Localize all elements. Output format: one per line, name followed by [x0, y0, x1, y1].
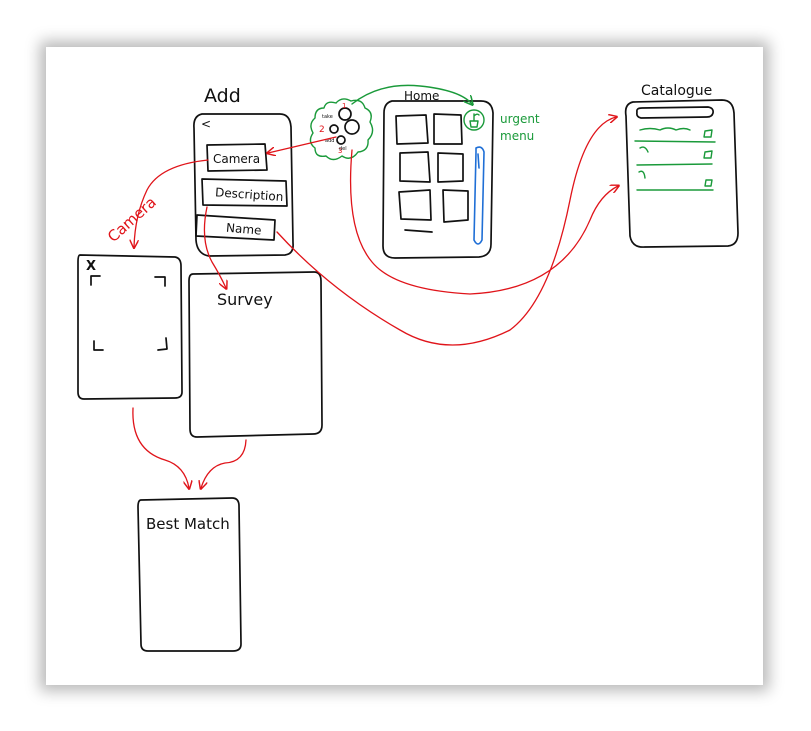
camera-view-screen: X [77, 254, 183, 400]
arrow-menu-to-catalogue [349, 149, 618, 295]
radial-menu-item-take: take [322, 114, 333, 120]
home-tile-grid[interactable] [395, 113, 469, 233]
name-button-label: Name [226, 221, 262, 238]
radial-menu-label-2: 2 [319, 125, 325, 135]
description-button[interactable]: Description [201, 178, 288, 207]
add-screen-title: Add [204, 85, 241, 107]
survey-screen-title: Survey [217, 290, 273, 309]
urgent-menu-note: urgent menu [500, 112, 543, 143]
viewfinder-frame [90, 275, 168, 351]
survey-screen: Survey [188, 271, 323, 438]
best-match-screen-title: Best Match [146, 515, 230, 533]
home-screen: Home urgent menu [382, 89, 543, 259]
arrow-radial-menu-to-home [351, 84, 472, 104]
radial-menu-item-add: add [325, 138, 334, 144]
radial-menu-label-1: 1 [342, 102, 346, 110]
arrow-viewfinder-to-best-match [132, 407, 189, 488]
name-button[interactable]: Name [195, 214, 276, 241]
arrow-menu-to-camera [268, 136, 337, 153]
catalogue-screen: Catalogue [624, 83, 739, 248]
best-match-screen: Best Match [137, 497, 242, 652]
back-icon[interactable]: < [201, 117, 211, 131]
arrow-description-to-survey [203, 206, 226, 288]
arrow-survey-to-best-match [201, 439, 247, 488]
arrow-name-to-catalogue [276, 117, 616, 346]
close-icon[interactable]: X [86, 259, 96, 274]
catalogue-search-bar[interactable] [635, 106, 714, 119]
radial-menu-item-del: del [339, 146, 347, 152]
arrow-camera-to-viewfinder [134, 159, 209, 247]
description-button-label: Description [215, 185, 284, 204]
radial-menu-label-3: 3 [338, 147, 342, 155]
catalogue-list[interactable] [634, 127, 716, 191]
scrollbar[interactable] [473, 146, 485, 245]
camera-button[interactable]: Camera [206, 143, 268, 172]
catalogue-screen-title: Catalogue [641, 83, 712, 99]
camera-arrow-label: Camera [104, 193, 160, 246]
plant-icon[interactable] [463, 109, 485, 131]
camera-button-label: Camera [213, 152, 260, 166]
radial-menu: 1 2 3 take add del [309, 98, 374, 161]
add-screen: Add < Camera Description Name [193, 85, 294, 257]
home-screen-title: Home [404, 89, 439, 103]
